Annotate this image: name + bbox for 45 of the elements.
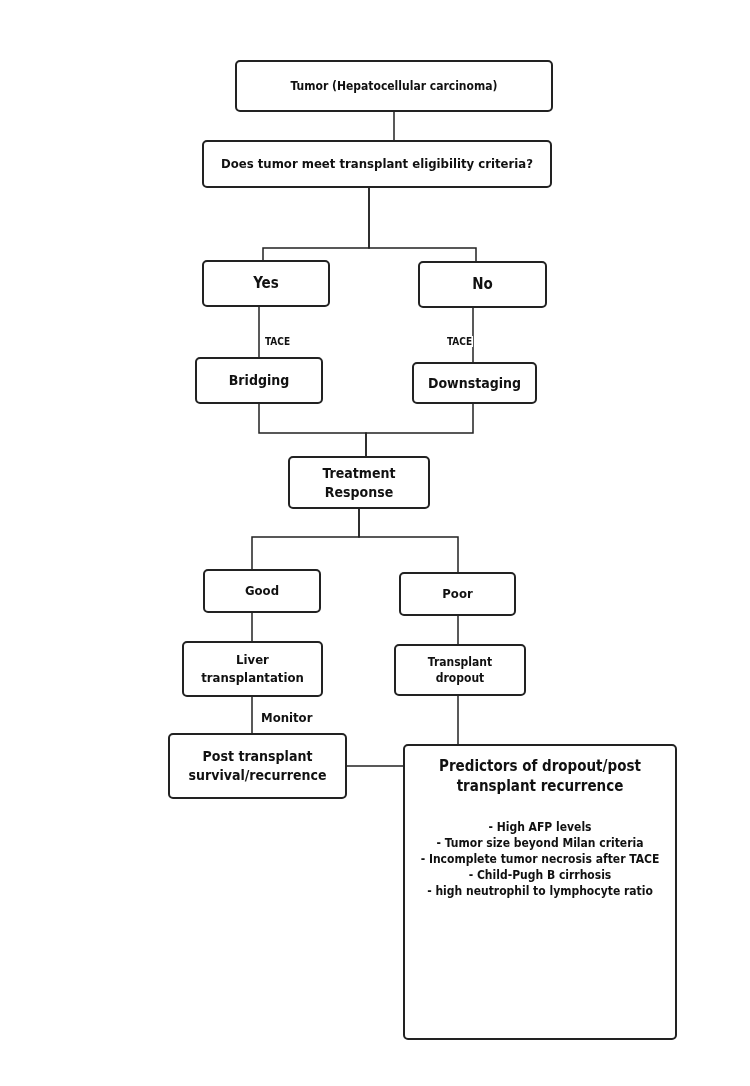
connector-line (457, 615, 459, 645)
box-heading: Predictors of dropout/post transplant recurrence (438, 756, 642, 797)
box-label: Bridging (227, 371, 291, 390)
list-item: - High AFP levels (487, 818, 593, 835)
connector-line (472, 307, 474, 363)
connector-line (368, 187, 477, 262)
process-box (394, 644, 526, 696)
process-box (202, 260, 330, 307)
box-label: Post transplant survival/recurrence (187, 747, 328, 785)
process-box (235, 60, 553, 112)
process-box (203, 569, 321, 613)
process-box (412, 362, 537, 404)
connector-line (358, 508, 459, 573)
connector-line (346, 765, 404, 767)
process-box (202, 140, 552, 188)
list-item: - Child-Pugh B cirrhosis (467, 867, 613, 884)
list-item: - high neutrophil to lymphocyte ratio (426, 883, 654, 900)
process-box (195, 357, 323, 404)
box-label: Poor (441, 585, 474, 603)
process-box (182, 641, 323, 697)
box-label: Liver transplantation (200, 651, 305, 687)
box-label: Yes (252, 273, 280, 294)
list-item: - Tumor size beyond Milan criteria (435, 834, 645, 851)
edge-label: TACE (264, 336, 292, 347)
connector-line (251, 612, 253, 642)
box-label: Treatment Response (321, 463, 397, 502)
connector-line (457, 695, 459, 745)
process-box (168, 733, 347, 799)
info-box (403, 744, 677, 1040)
box-label: Good (243, 582, 280, 600)
connector-line (251, 696, 253, 734)
list-item: - Incomplete tumor necrosis after TACE (419, 850, 661, 868)
box-label: Does tumor meet transplant eligibility criteria? (220, 155, 534, 173)
connector-line (258, 306, 260, 358)
process-box (418, 261, 547, 308)
connector-line (393, 111, 395, 141)
process-box (288, 456, 430, 509)
connector-line (365, 403, 474, 457)
box-label: Transplant dropout (426, 653, 494, 687)
box-label: No (471, 274, 494, 295)
box-label: Tumor (Hepatocellular carcinoma) (289, 77, 499, 95)
edge-label: Monitor (260, 710, 314, 725)
edge-label: TACE (446, 336, 474, 347)
process-box (399, 572, 516, 616)
box-label: Downstaging (426, 373, 523, 393)
